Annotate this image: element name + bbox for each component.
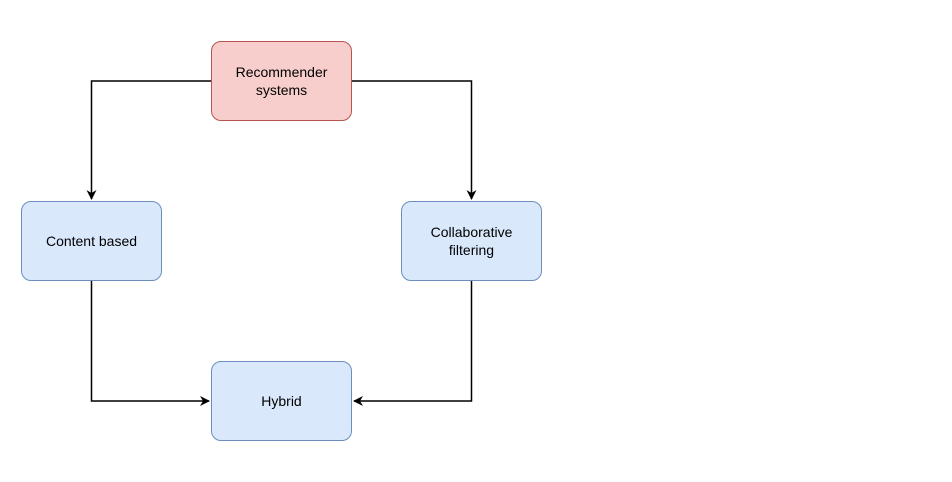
node-label: Collaborative filtering: [430, 224, 513, 258]
edge-root-to-content-based: [86, 80, 211, 200]
node-hybrid[interactable]: Hybrid: [211, 361, 352, 441]
node-recommender-systems[interactable]: Recommender systems: [211, 41, 352, 121]
node-label: Content based: [45, 233, 138, 249]
edge-root-to-collaborative-filtering: [352, 80, 477, 200]
node-label: Hybrid: [261, 393, 302, 409]
edge-collaborative-filtering-to-hybrid: [353, 281, 473, 406]
node-collaborative-filtering[interactable]: Collaborative filtering: [401, 201, 542, 281]
edge-content-based-to-hybrid: [90, 281, 210, 406]
node-content-based[interactable]: Content based: [21, 201, 162, 281]
node-label: Recommender systems: [235, 64, 328, 98]
